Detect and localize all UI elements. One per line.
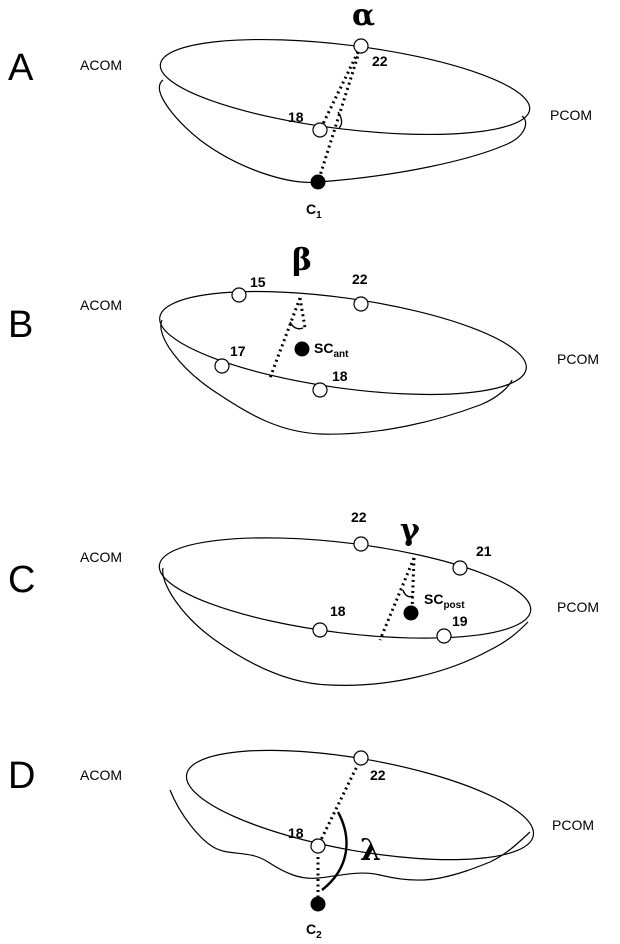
point-22 bbox=[353, 38, 369, 54]
panel-letter: B bbox=[8, 304, 33, 346]
angle-arc bbox=[321, 811, 348, 891]
angle-arc bbox=[402, 589, 414, 598]
angle-label: β bbox=[292, 243, 312, 278]
pcom-label: PCOM bbox=[557, 351, 599, 367]
center-label: C1 bbox=[306, 201, 322, 221]
angle-label: γ bbox=[400, 513, 420, 548]
center-label: SCpost bbox=[424, 591, 465, 611]
point-label-22: 22 bbox=[372, 53, 388, 69]
dotted-line bbox=[268, 297, 302, 379]
point-label-18: 18 bbox=[332, 368, 348, 384]
pcom-label: PCOM bbox=[550, 107, 592, 123]
panel-b: B ACOM PCOM β 15 22 17 18 SCant bbox=[8, 243, 599, 435]
point-label-18: 18 bbox=[330, 603, 346, 619]
panel-letter: A bbox=[8, 47, 34, 89]
angle-arc bbox=[289, 321, 304, 330]
dotted-line bbox=[316, 45, 363, 183]
point-18 bbox=[310, 838, 326, 854]
panel-a: A ACOM PCOM α 22 18 C1 bbox=[8, 0, 592, 221]
point-17 bbox=[214, 358, 230, 374]
outer-ellipse bbox=[159, 290, 527, 396]
dotted-line bbox=[378, 557, 416, 641]
point-label-15: 15 bbox=[250, 274, 266, 290]
dotted-line bbox=[298, 297, 307, 329]
pcom-label: PCOM bbox=[552, 817, 594, 833]
center-point bbox=[310, 174, 326, 190]
center-point bbox=[310, 896, 326, 912]
acom-label: ACOM bbox=[80, 57, 122, 73]
point-label-17: 17 bbox=[230, 343, 246, 359]
point-18 bbox=[312, 622, 328, 638]
point-22 bbox=[353, 536, 369, 552]
panel-letter: D bbox=[8, 755, 35, 797]
point-15 bbox=[231, 287, 247, 303]
lower-curve bbox=[162, 567, 529, 686]
point-19 bbox=[436, 628, 452, 644]
acom-label: ACOM bbox=[80, 549, 122, 565]
acom-label: ACOM bbox=[80, 767, 122, 783]
point-18 bbox=[312, 122, 328, 138]
acom-label: ACOM bbox=[80, 297, 122, 313]
dotted-line bbox=[318, 51, 360, 131]
lower-curve bbox=[160, 319, 513, 435]
lower-curve bbox=[158, 79, 527, 183]
lower-curve bbox=[169, 789, 531, 881]
point-22 bbox=[353, 750, 369, 766]
panel-c: C ACOM PCOM γ 22 21 18 19 SCpost bbox=[8, 509, 599, 686]
point-label-19: 19 bbox=[452, 613, 468, 629]
angle-arc bbox=[337, 111, 343, 129]
center-label: SCant bbox=[314, 340, 349, 360]
dotted-line bbox=[410, 557, 416, 613]
point-label-22: 22 bbox=[352, 271, 368, 287]
point-label-22: 22 bbox=[370, 767, 386, 783]
point-21 bbox=[452, 560, 468, 576]
center-label: C2 bbox=[306, 921, 322, 941]
angle-label: α bbox=[352, 0, 375, 33]
dotted-line bbox=[316, 757, 363, 847]
point-label-22: 22 bbox=[351, 509, 367, 525]
panel-letter: C bbox=[8, 559, 35, 601]
outer-ellipse bbox=[159, 38, 531, 136]
point-22 bbox=[353, 296, 369, 312]
outer-ellipse bbox=[158, 537, 532, 639]
angle-label: λ bbox=[360, 833, 381, 868]
center-point bbox=[294, 341, 310, 357]
panel-d: D ACOM PCOM λ 22 18 C2 bbox=[8, 749, 594, 941]
point-label-21: 21 bbox=[476, 543, 492, 559]
point-label-18: 18 bbox=[288, 109, 304, 125]
point-18 bbox=[312, 382, 328, 398]
center-point bbox=[403, 605, 419, 621]
point-label-18: 18 bbox=[288, 825, 304, 841]
pcom-label: PCOM bbox=[557, 599, 599, 615]
